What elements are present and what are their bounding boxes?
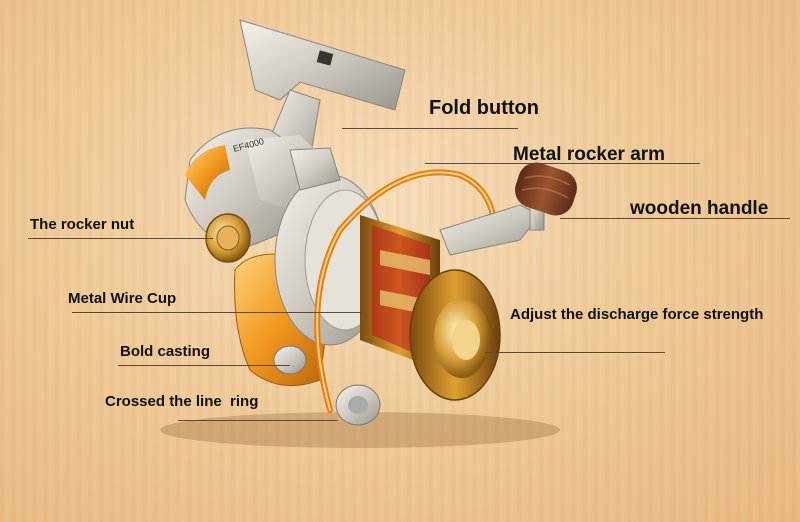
label-crossed-line-ring: Crossed the line ring (105, 393, 259, 410)
label-wooden-handle: wooden handle (630, 198, 769, 219)
line-fold-button (342, 128, 518, 129)
line-metal-wire-cup (72, 312, 362, 313)
line-crossed-ring (178, 420, 338, 421)
label-bold-casting: Bold casting (120, 343, 211, 360)
line-discharge-force (485, 352, 665, 353)
reel-shadow (160, 412, 560, 448)
line-rocker-nut (28, 238, 213, 239)
line-wooden-handle (560, 218, 790, 219)
line-bold-casting (118, 365, 290, 366)
label-fold-button: Fold button (429, 97, 539, 119)
label-discharge-force: Adjust the discharge force strength (510, 306, 764, 323)
label-metal-rocker-arm: Metal rocker arm (513, 144, 666, 165)
label-rocker-nut: The rocker nut (30, 216, 135, 233)
drag-knob (409, 269, 501, 401)
line-roller (273, 345, 381, 426)
wooden-handle-knob (515, 162, 577, 216)
line-metal-rocker-arm (425, 163, 700, 164)
label-metal-wire-cup: Metal Wire Cup (68, 290, 177, 307)
